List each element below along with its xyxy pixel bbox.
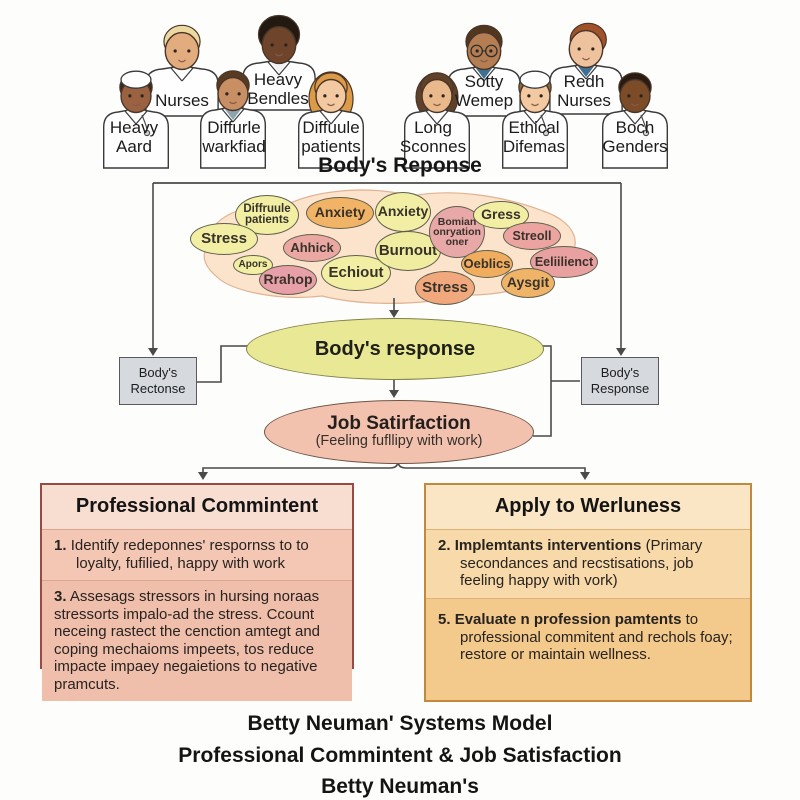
person-avatar <box>502 70 568 169</box>
left-side-connector <box>197 345 248 383</box>
person-avatar <box>103 70 169 169</box>
stressor-bubble: Aysgit <box>501 268 555 298</box>
response-to-job-arrowhead <box>389 390 399 398</box>
cloud-to-response-arrowhead <box>389 310 399 318</box>
side-box-left-line1: Body's <box>138 364 178 380</box>
body-response-label: Body's response <box>314 337 476 360</box>
professional-commitment-panel: Professional Commintent 1. Identify rede… <box>40 483 354 702</box>
section-title: Body's Reponse <box>318 154 482 177</box>
frame-right-arrowhead <box>616 348 626 356</box>
stressor-bubble: Streoll <box>503 222 561 250</box>
panel-right-title: Apply to Werluness <box>426 485 750 530</box>
stressor-bubble: Anxiety <box>375 192 431 232</box>
split-right-arrowhead <box>580 472 590 480</box>
panel-left-item-1: 1. Identify redeponnes' respornss to to … <box>42 530 352 581</box>
right-side-connector <box>533 345 552 437</box>
job-satisfaction-ellipse: Job Satirfaction (Feeling fufllipy with … <box>264 400 534 464</box>
job-satisfaction-subtitle: (Feeling fufllipy with work) <box>315 433 483 449</box>
stressor-bubble: Stress <box>415 271 475 305</box>
frame-left-arrowhead <box>148 348 158 356</box>
stressor-bubble: Rrahop <box>259 265 317 295</box>
person-avatar <box>404 72 470 169</box>
person-avatar <box>200 70 266 169</box>
person-avatar <box>602 72 668 169</box>
stressor-bubble: Oeblics <box>461 250 513 278</box>
person-label: Nurses <box>155 91 209 110</box>
body-response-ellipse: Body's response <box>246 318 544 380</box>
person-avatar <box>447 24 521 117</box>
split-left-arrowhead <box>198 472 208 480</box>
footer-title-2: Professional Commintent & Job Satisfacti… <box>178 744 622 767</box>
stressor-bubble: Stress <box>190 223 258 255</box>
side-box-left-line2: Rectonse <box>130 381 186 396</box>
footer-title-3: Betty Neuman's <box>321 775 479 798</box>
body-response-side-box-right: Body's Response <box>581 357 659 405</box>
panel-left-item-3: 3. Assesags stressors in hursing noraas … <box>42 580 352 702</box>
person-avatar <box>298 71 364 169</box>
body-response-side-box-left: Body's Rectonse <box>119 357 197 405</box>
job-satisfaction-title: Job Satirfaction <box>327 413 471 435</box>
panel-left-title: Professional Commintent <box>42 485 352 530</box>
person-avatar <box>549 22 623 115</box>
panel-right-item-5: 5. Evaluate n profession pamtents to pro… <box>426 598 750 700</box>
side-box-right-line1: Body's <box>600 364 640 380</box>
person-avatar <box>242 14 316 111</box>
people-illustration <box>103 14 668 169</box>
side-box-right-line2: Response <box>590 381 650 396</box>
panel-right-item-2: 2. Implemtants interventions (Primary se… <box>426 530 750 598</box>
footer-title-1: Betty Neuman' Systems Model <box>247 712 553 735</box>
stressor-bubble: Apors <box>233 255 273 275</box>
person-avatar <box>145 24 219 117</box>
apply-to-wellness-panel: Apply to Werluness 2. Implemtants interv… <box>424 483 752 702</box>
stressor-bubble: Ahhick <box>283 234 341 262</box>
stressor-bubble: Anxiety <box>306 197 374 229</box>
